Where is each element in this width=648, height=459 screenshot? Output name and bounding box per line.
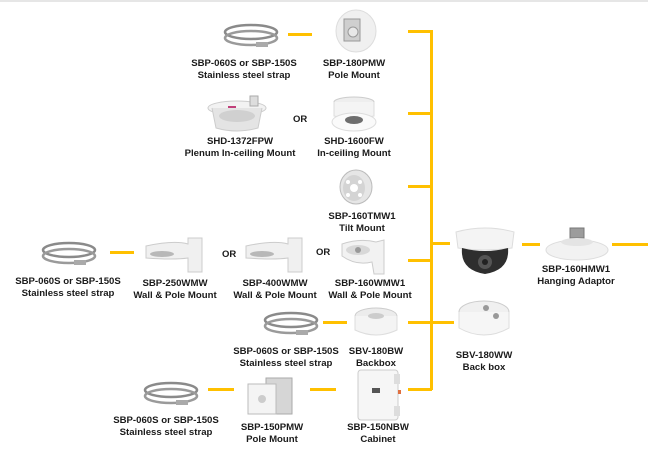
connector-cabinet (408, 388, 432, 391)
pole-mount-150-image (244, 374, 296, 420)
pole-mount-180-image (332, 8, 378, 54)
connector-ceiling (408, 112, 432, 115)
hanging-adaptor-image (544, 226, 610, 262)
connector-strap-wall250 (110, 251, 134, 254)
plenum-mount-image (206, 94, 268, 134)
connector-strap-backbox (323, 321, 347, 324)
connector-pole150-cabinet (310, 388, 336, 391)
or-label: OR (222, 249, 237, 260)
cabinet-image (356, 368, 402, 422)
wall-mount-160-image (340, 236, 388, 276)
strap-image (40, 238, 98, 270)
backbox-180bw-image (352, 306, 400, 342)
connector-strap-pole180 (288, 33, 312, 36)
tilt-mount-image (338, 168, 374, 206)
or-label: OR (293, 114, 308, 125)
top-border (0, 0, 648, 2)
connector-wall (408, 259, 432, 262)
or-label: OR (316, 247, 331, 258)
connector-backbox (408, 321, 432, 324)
connector-backbox-ww (432, 321, 454, 324)
wall-mount-250-image (144, 236, 206, 276)
connector-strap-pole150 (208, 388, 234, 391)
backbox-180ww-image (456, 296, 512, 344)
connector-hanging-out (612, 243, 648, 246)
connector-top (408, 30, 432, 33)
connector-camera (432, 242, 450, 245)
strap-image (262, 308, 320, 340)
connector-tilt (408, 185, 432, 188)
wall-mount-400-image (244, 236, 306, 276)
connector-camera-hanging (522, 243, 540, 246)
connector-bus-vertical (430, 30, 433, 390)
inceiling-mount-image (330, 94, 378, 134)
dome-camera-image (452, 224, 518, 278)
strap-image (142, 378, 200, 410)
strap-image (222, 20, 280, 52)
